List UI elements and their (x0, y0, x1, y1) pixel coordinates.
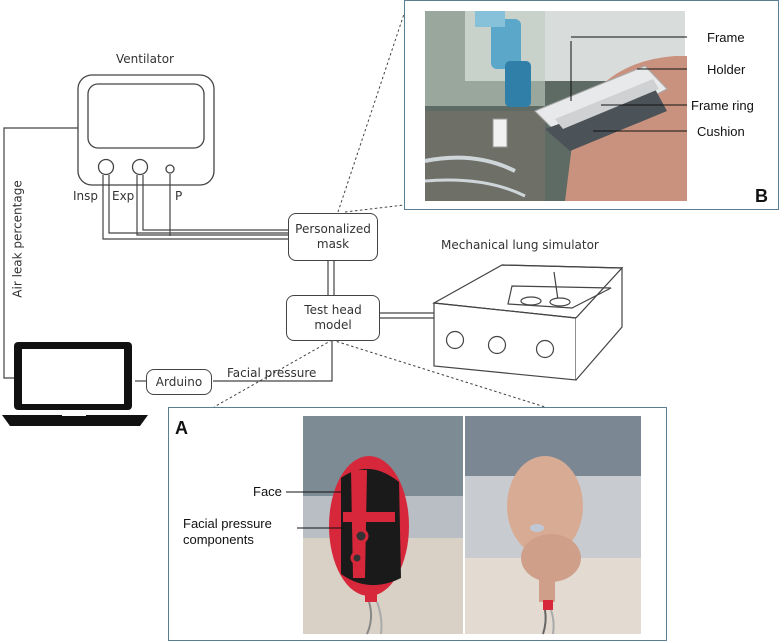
lung-simulator-label: Mechanical lung simulator (441, 238, 599, 252)
exp-port (131, 158, 149, 176)
callout-lines (213, 13, 546, 408)
frame-ring-label: Frame ring (691, 98, 754, 113)
insp-port (97, 158, 115, 176)
test-head-box: Test head model (286, 295, 380, 341)
p-port (165, 164, 175, 174)
panel-a-photo (286, 416, 641, 635)
holder-label: Holder (707, 62, 746, 77)
exp-label: Exp (112, 189, 135, 203)
personalized-mask-box: Personalized mask (288, 213, 378, 261)
cushion-label: Cushion (697, 124, 745, 139)
panel-a-letter: A (175, 418, 188, 438)
facial-pressure-line (213, 340, 333, 382)
panel-a: A Face Facial pressure components (168, 407, 667, 641)
arduino-box: Arduino (146, 369, 212, 395)
panel-b-letter: B (755, 186, 768, 206)
air-leak-label: Air leak percentage (10, 180, 25, 298)
face-label: Face (253, 484, 282, 499)
laptop-icon (2, 342, 148, 426)
facial-pressure-components-label: Facial pressure components (183, 516, 272, 547)
ventilator-title: Ventilator (116, 52, 174, 66)
ventilator-screen (87, 83, 205, 149)
air-leak-line (3, 127, 78, 379)
frame-label: Frame (707, 30, 745, 45)
lung-simulator (432, 264, 624, 381)
panel-b-photo (424, 11, 687, 201)
facial-pressure-label: Facial pressure (227, 366, 317, 380)
head-to-lung-tube (380, 312, 434, 319)
ventilator-tubes (102, 174, 288, 240)
insp-label: Insp (73, 189, 99, 203)
mask-to-head-tube (327, 260, 335, 295)
p-label: P (175, 189, 183, 203)
panel-b: Frame Holder Frame ring Cushion B (404, 0, 779, 210)
